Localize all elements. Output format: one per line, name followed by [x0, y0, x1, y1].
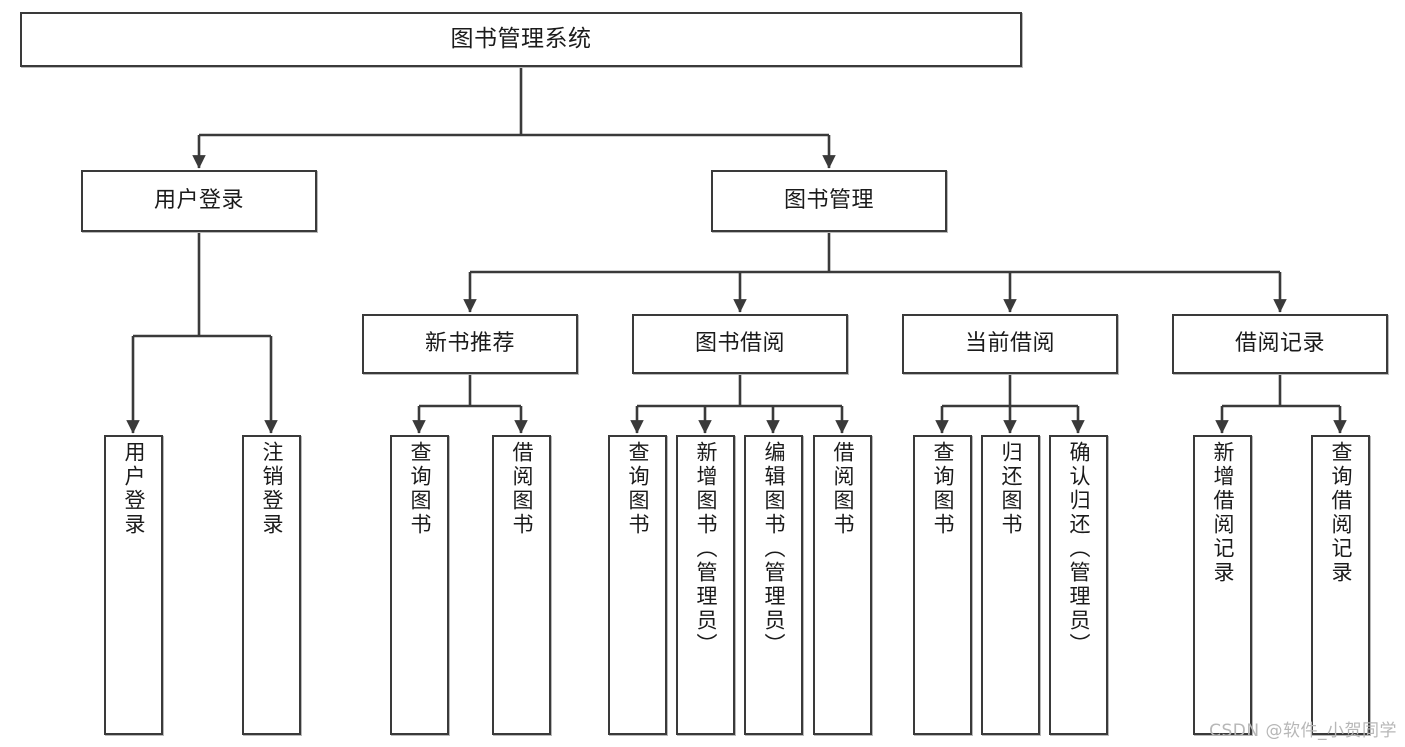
csdn-watermark: CSDN @软件_小贺同学 — [1209, 721, 1397, 741]
node-label: 注销登录 — [260, 441, 284, 537]
node-label: 归还图书 — [999, 441, 1023, 537]
leaf-node-user-login[interactable]: 用户登录 — [104, 435, 163, 735]
node-label: 查询借阅记录 — [1329, 441, 1353, 585]
node-label: 新增借阅记录 — [1211, 441, 1235, 585]
node-label: 借阅记录 — [1234, 331, 1325, 357]
leaf-node-query-book-new-book[interactable]: 查询图书 — [390, 435, 449, 735]
node-book-borrow[interactable]: 图书借阅 — [632, 314, 848, 374]
node-label: 查询图书 — [931, 441, 955, 537]
leaf-node-query-book-borrow[interactable]: 查询图书 — [608, 435, 667, 735]
node-label: 图书管理系统 — [450, 26, 592, 53]
node-label: 编辑图书（管理员） — [762, 441, 786, 657]
node-borrow-record[interactable]: 借阅记录 — [1172, 314, 1388, 374]
node-label: 确认归还（管理员） — [1067, 441, 1091, 657]
node-label: 新书推荐 — [424, 331, 515, 357]
node-label: 图书管理 — [783, 188, 874, 214]
leaf-node-confirm-return-admin[interactable]: 确认归还（管理员） — [1049, 435, 1108, 735]
node-label: 用户登录 — [153, 188, 244, 214]
node-user-login[interactable]: 用户登录 — [81, 170, 317, 232]
leaf-node-add-borrow-record[interactable]: 新增借阅记录 — [1193, 435, 1252, 735]
node-label: 查询图书 — [408, 441, 432, 537]
leaf-node-edit-book-admin[interactable]: 编辑图书（管理员） — [744, 435, 803, 735]
node-label: 查询图书 — [626, 441, 650, 537]
leaf-node-borrow-book-borrow[interactable]: 借阅图书 — [813, 435, 872, 735]
node-label: 新增图书（管理员） — [694, 441, 718, 657]
leaf-node-add-book-admin[interactable]: 新增图书（管理员） — [676, 435, 735, 735]
node-new-book-recommendation[interactable]: 新书推荐 — [362, 314, 578, 374]
node-label: 用户登录 — [122, 441, 146, 537]
node-label: 当前借阅 — [964, 331, 1055, 357]
node-label: 借阅图书 — [831, 441, 855, 537]
node-current-borrow[interactable]: 当前借阅 — [902, 314, 1118, 374]
node-book-management[interactable]: 图书管理 — [711, 170, 947, 232]
node-label: 借阅图书 — [510, 441, 534, 537]
node-root-book-management-system[interactable]: 图书管理系统 — [20, 12, 1022, 67]
node-label: 图书借阅 — [694, 331, 785, 357]
leaf-node-return-book[interactable]: 归还图书 — [981, 435, 1040, 735]
leaf-node-logout[interactable]: 注销登录 — [242, 435, 301, 735]
leaf-node-query-book-current[interactable]: 查询图书 — [913, 435, 972, 735]
leaf-node-query-borrow-record[interactable]: 查询借阅记录 — [1311, 435, 1370, 735]
leaf-node-borrow-book-new-book[interactable]: 借阅图书 — [492, 435, 551, 735]
